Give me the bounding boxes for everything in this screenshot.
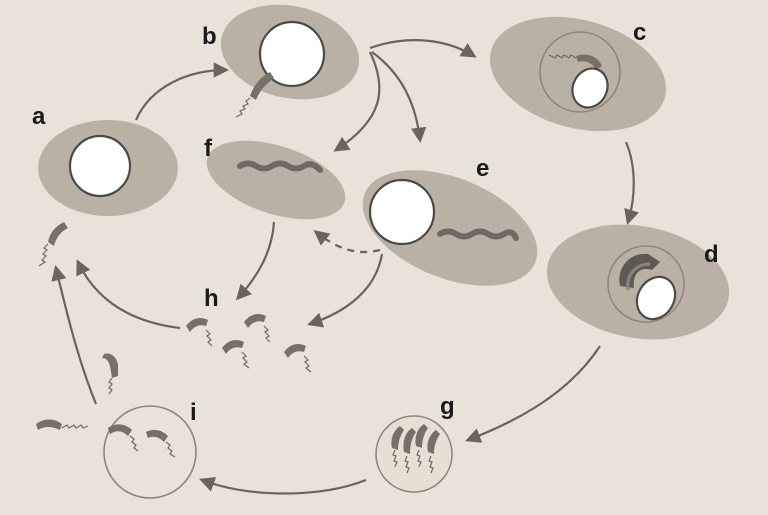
nucleus-e: [368, 178, 436, 246]
stage-h: h: [186, 285, 312, 373]
label-c: c: [633, 19, 646, 46]
arrow-b-to-e: [371, 51, 427, 144]
parasite-c: [576, 54, 602, 70]
stage-b: b: [202, 4, 360, 118]
parasite-cluster-g: [391, 424, 440, 474]
arrow-f-to-h: [235, 221, 276, 301]
label-d: d: [704, 241, 719, 268]
parasite-group-h: [186, 314, 312, 373]
cyst-i: [103, 405, 197, 499]
parasite-entering-b: [235, 72, 274, 118]
nucleus-b: [258, 20, 326, 88]
vacuole-c: [539, 31, 621, 113]
arrow-b-to-f: [333, 51, 381, 152]
label-b: b: [202, 23, 217, 50]
elongated-parasite-f: [237, 160, 323, 173]
arrows: [51, 39, 639, 495]
elongated-parasite-e: [437, 228, 519, 241]
arrow-e-to-f-dashed: [313, 230, 381, 254]
label-g: g: [440, 393, 455, 420]
label-a: a: [32, 103, 46, 130]
arrow-d-to-g: [465, 345, 601, 443]
nucleus-a: [68, 134, 132, 198]
host-cell-d: [546, 224, 730, 340]
label-i: i: [190, 399, 197, 426]
host-cell-f: [206, 140, 346, 220]
stage-i: i: [36, 353, 197, 499]
arrow-e-to-h: [307, 253, 384, 328]
nucleus-c: [571, 67, 609, 109]
arrow-g-to-i: [199, 477, 367, 495]
arrow-a-to-b: [134, 62, 230, 121]
label-h: h: [204, 285, 219, 312]
arrow-h-to-a: [76, 259, 181, 330]
stage-g: g: [375, 393, 455, 493]
nucleus-d: [635, 275, 677, 321]
stage-d: d: [546, 224, 730, 340]
arrow-b-to-c: [369, 39, 477, 58]
parasite-group-i: [36, 353, 176, 458]
stage-c: c: [489, 16, 667, 132]
stage-a: a: [32, 103, 178, 267]
vacuole-d: [607, 245, 685, 323]
parasite-free-a: [38, 222, 68, 267]
cyst-g: [375, 415, 453, 493]
arrow-c-to-d: [624, 141, 639, 225]
arrow-i-to-a: [51, 265, 98, 405]
label-f: f: [204, 135, 213, 162]
label-e: e: [476, 155, 489, 182]
stage-f: f: [204, 135, 346, 220]
stage-e: e: [362, 155, 538, 286]
